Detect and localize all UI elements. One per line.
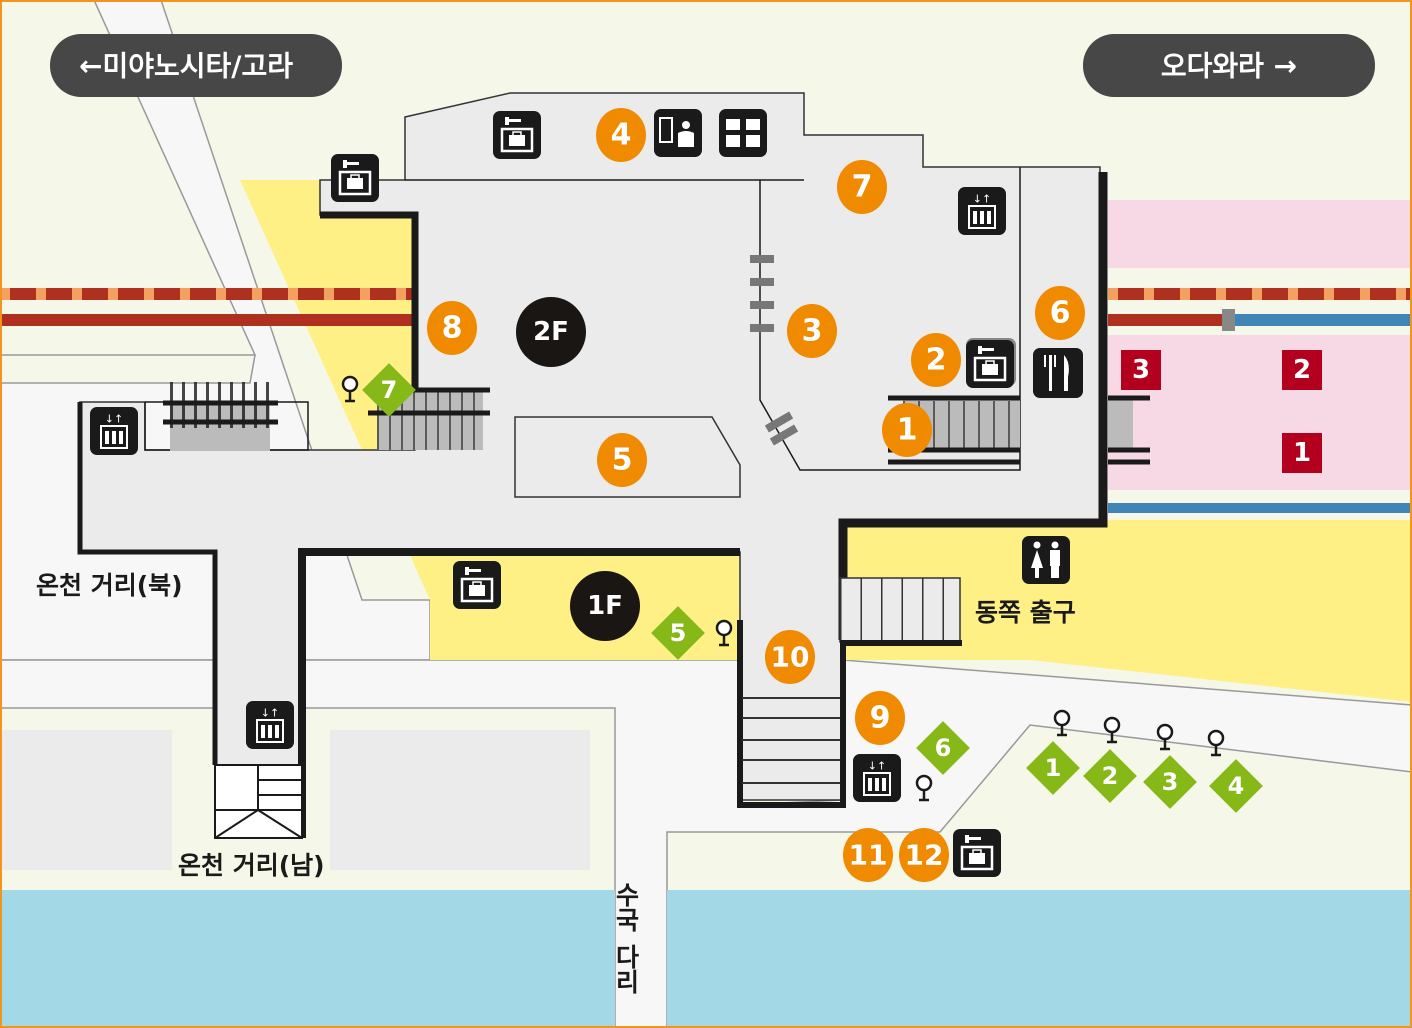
bridge-label-line2: 다리 [612, 944, 641, 994]
coin-locker-icon[interactable] [951, 827, 1003, 879]
bus-stop-number: 1 [1045, 754, 1062, 782]
stairs-south [742, 697, 840, 784]
marker-number: 2 [926, 343, 947, 378]
bridge-label-line1: 수국 [612, 882, 641, 932]
marker-number: 6 [1050, 296, 1071, 331]
platform-2[interactable]: 2 [1282, 350, 1322, 390]
platform-number: 1 [1293, 438, 1311, 468]
onsen-street-south-label: 온천 거리(남) [178, 851, 325, 880]
facility-marker-9[interactable]: 9 [855, 691, 905, 745]
coin-locker-icon[interactable] [451, 559, 503, 611]
floor-badge-2f: 2F [516, 297, 586, 367]
facility-marker-11[interactable]: 11 [843, 828, 893, 882]
marker-number: 12 [905, 839, 944, 872]
bus-stop-number: 3 [1162, 768, 1179, 796]
marker-number: 10 [771, 641, 810, 674]
direction-east-label: 오다와라 → [1161, 50, 1297, 83]
floor-label: 1F [587, 591, 623, 621]
stairs-onsen-south [214, 764, 303, 839]
onsen-street-north-label: 온천 거리(북) [36, 571, 183, 600]
marker-number: 3 [802, 314, 823, 349]
elevator-icon[interactable] [957, 186, 1007, 236]
block-middle [330, 730, 590, 870]
river-east [667, 890, 1412, 1028]
facility-marker-6[interactable]: 6 [1035, 286, 1085, 340]
facility-marker-4[interactable]: 4 [596, 108, 646, 162]
facility-marker-8[interactable]: 8 [427, 301, 477, 355]
direction-west-button[interactable]: ←미야노시타/고라 [50, 34, 342, 97]
marker-number: 5 [612, 443, 633, 478]
bus-stop-number: 2 [1102, 762, 1119, 790]
platform-area-north [1108, 200, 1412, 268]
marker-number: 7 [852, 170, 873, 205]
river-west [0, 890, 615, 1028]
bus-stop-number: 4 [1228, 772, 1245, 800]
stairs-east-exit [839, 577, 962, 646]
direction-east-button[interactable]: 오다와라 → [1083, 34, 1375, 97]
platform-number: 3 [1132, 355, 1150, 385]
facility-marker-7[interactable]: 7 [837, 160, 887, 214]
escalator-west [163, 382, 278, 451]
ticket-gates [750, 255, 799, 446]
elevator-icon[interactable] [852, 753, 902, 803]
marker-number: 8 [442, 311, 463, 346]
facility-marker-3[interactable]: 3 [787, 304, 837, 358]
restaurant-icon[interactable] [1033, 348, 1083, 398]
restroom-icon[interactable] [1022, 536, 1070, 584]
coin-locker-icon[interactable] [964, 338, 1016, 390]
bus-stop-number: 7 [381, 376, 398, 404]
bus-stop-number: 5 [670, 619, 687, 647]
facility-marker-5[interactable]: 5 [597, 433, 647, 487]
facility-marker-10[interactable]: 10 [765, 630, 815, 684]
railway-tracks [0, 288, 1412, 513]
elevator-icon[interactable] [89, 406, 139, 456]
floor-label: 2F [533, 317, 569, 347]
floor-badge-1f: 1F [570, 571, 640, 641]
bus-stop-7[interactable]: 7 [362, 363, 416, 417]
platform-number: 2 [1293, 355, 1311, 385]
bus-stop-number: 6 [935, 734, 952, 762]
facility-marker-12[interactable]: 12 [899, 828, 949, 882]
facility-marker-2[interactable]: 2 [911, 333, 961, 387]
marker-number: 1 [897, 413, 918, 448]
block-west [0, 730, 172, 870]
ticket-office-icon[interactable] [654, 109, 702, 157]
elevator-icon[interactable] [245, 700, 295, 750]
walkway-east [843, 520, 1412, 702]
baggage-service-icon[interactable] [719, 109, 767, 157]
platform-3[interactable]: 3 [1121, 350, 1161, 390]
coin-locker-icon[interactable] [329, 152, 381, 204]
direction-west-label: ←미야노시타/고라 [79, 50, 293, 83]
marker-number: 4 [611, 118, 632, 153]
east-exit-label: 동쪽 출구 [975, 598, 1076, 627]
marker-number: 9 [870, 701, 891, 736]
platform-1[interactable]: 1 [1282, 433, 1322, 473]
marker-number: 11 [849, 839, 888, 872]
facility-marker-1[interactable]: 1 [882, 403, 932, 457]
coin-locker-icon[interactable] [491, 109, 543, 161]
